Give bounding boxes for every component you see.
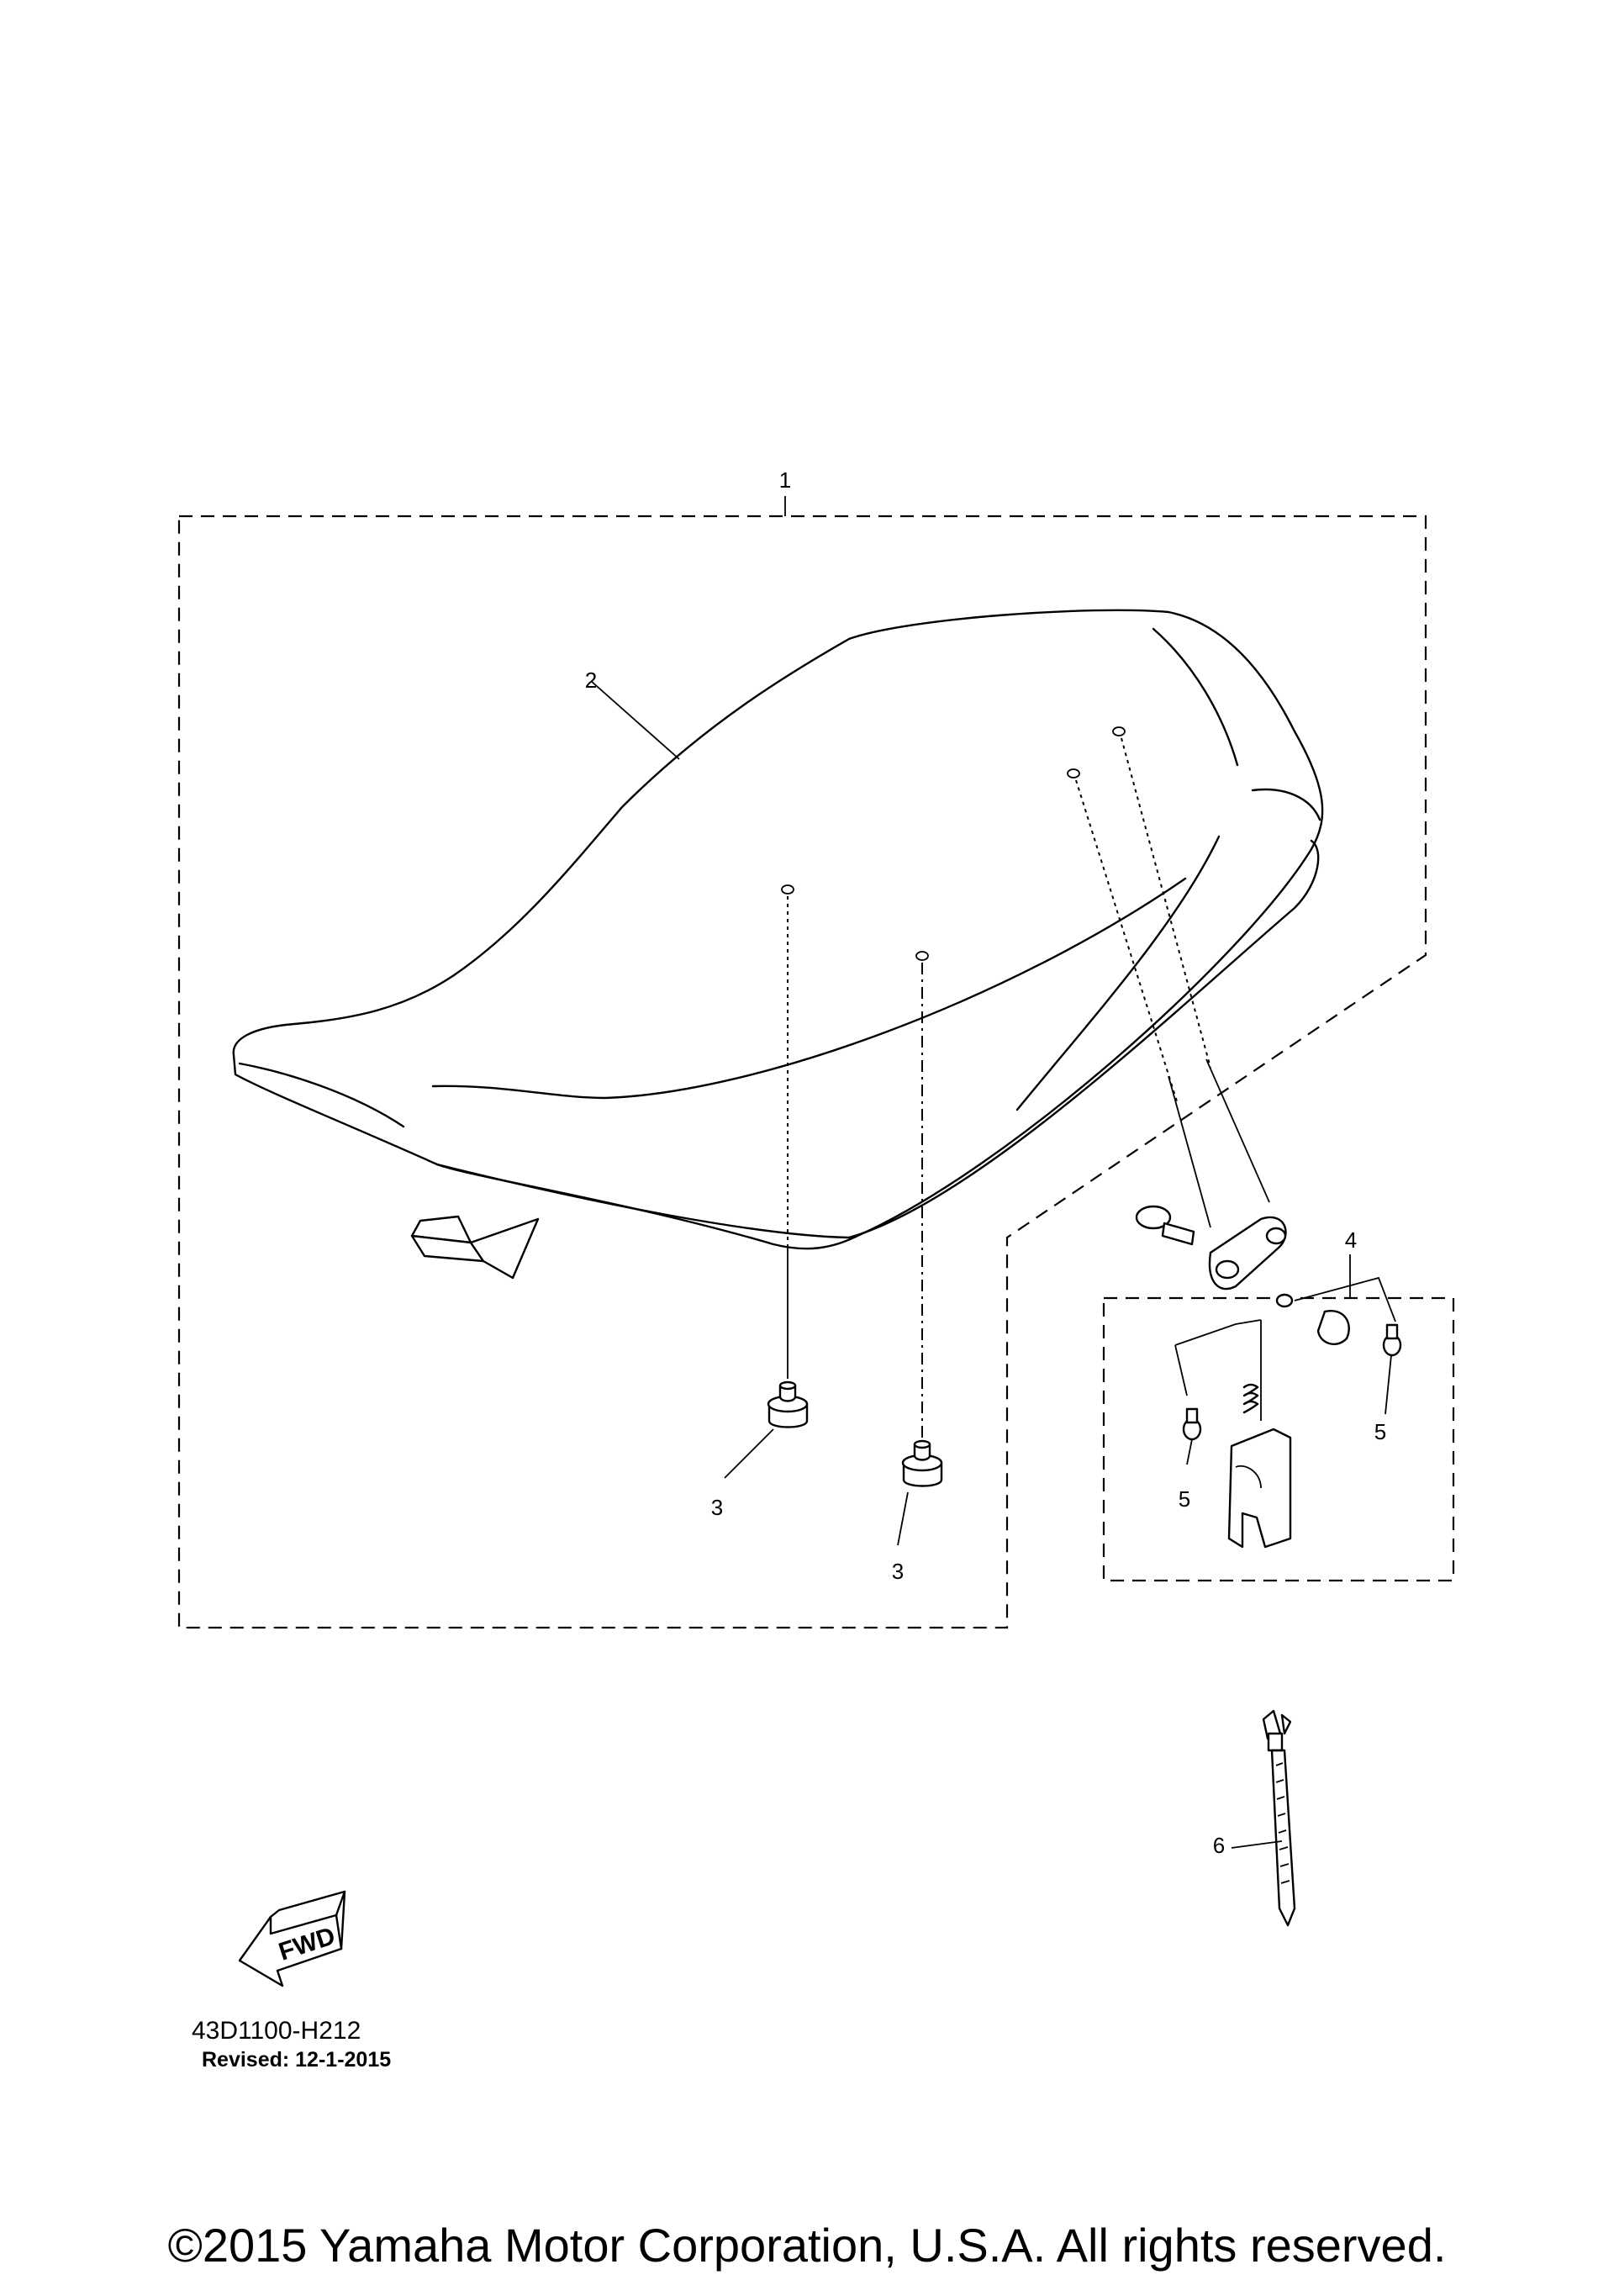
assembly-4-border xyxy=(1102,1296,1455,1582)
callout-3-right: 3 xyxy=(892,1559,904,1584)
callout-5-left: 5 xyxy=(1179,1486,1190,1512)
assembly-1-border xyxy=(177,515,1427,1629)
fwd-arrow-icon: FWD xyxy=(238,1890,346,1987)
seat xyxy=(232,609,1324,1280)
seat-lock xyxy=(1135,1205,1402,1549)
copyright-notice: ©2015 Yamaha Motor Corporation, U.S.A. A… xyxy=(167,2219,1447,2272)
callout-1: 1 xyxy=(779,467,791,493)
damper-right xyxy=(901,1439,943,1487)
cable-tie xyxy=(1262,1709,1296,1927)
callout-2: 2 xyxy=(585,668,597,693)
callout-5-right: 5 xyxy=(1374,1419,1386,1444)
damper-left xyxy=(767,1380,809,1428)
callout-4: 4 xyxy=(1345,1227,1357,1253)
revised-date: Revised: 12-1-2015 xyxy=(202,2048,391,2072)
callout-3-left: 3 xyxy=(711,1495,723,1520)
callout-6: 6 xyxy=(1213,1833,1225,1858)
drawing-code: 43D1100-H212 xyxy=(192,2017,361,2045)
